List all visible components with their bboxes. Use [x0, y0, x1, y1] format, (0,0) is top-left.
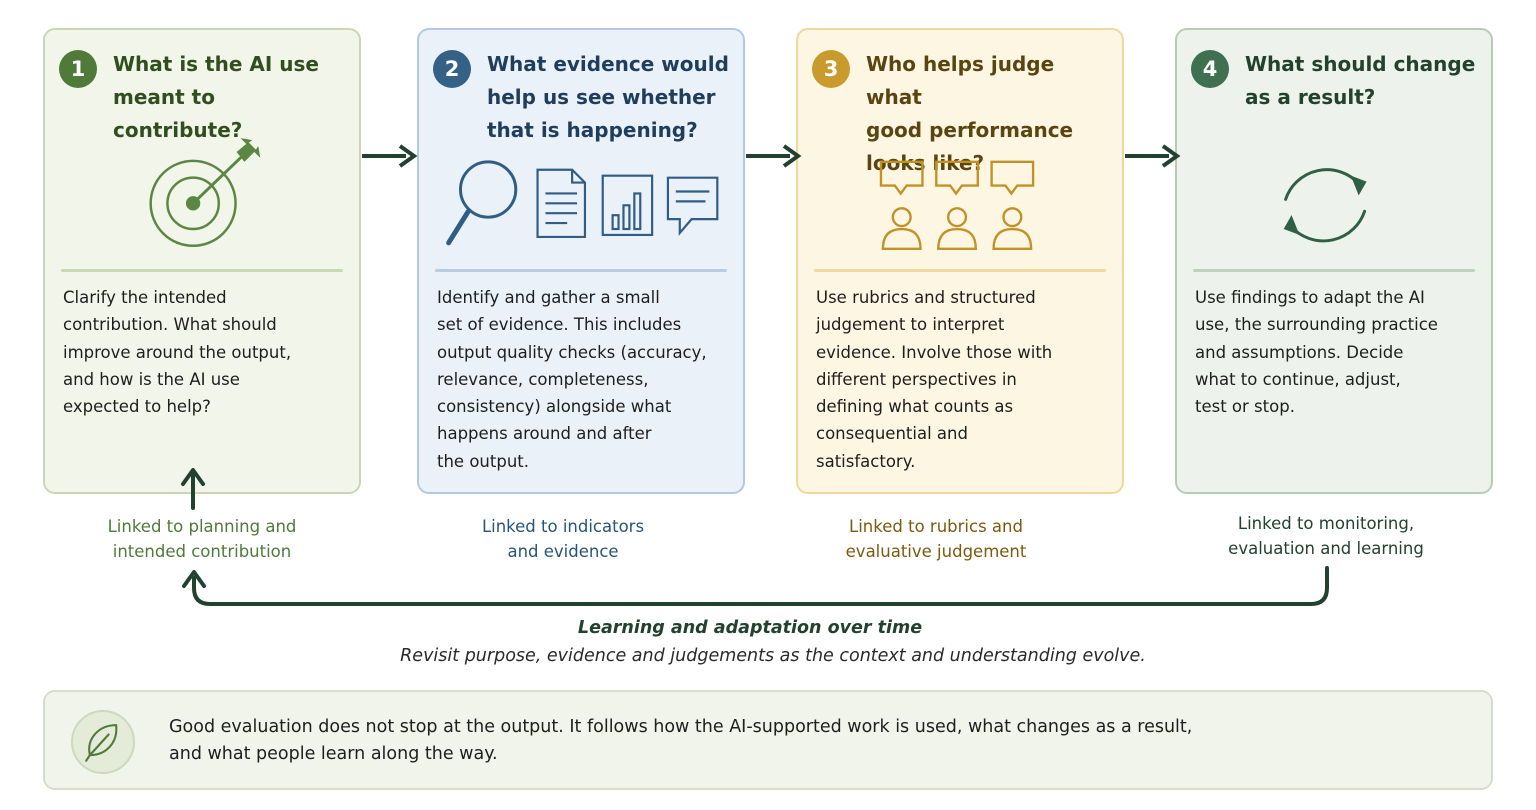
step-description: Identify and gather a small set of evide… — [437, 288, 707, 471]
step-card-1: 1 What is the AI use meant to contribute… — [43, 28, 361, 494]
card-divider — [61, 269, 343, 272]
people-speech-icon — [879, 160, 1035, 250]
card-divider — [435, 269, 727, 272]
step-number-badge: 1 — [59, 50, 97, 88]
step-card-4: 4 What should change as a result? Use fi… — [1175, 28, 1493, 494]
step-card-3: 3 Who helps judge what good performance … — [796, 28, 1124, 494]
step-number-badge: 2 — [433, 50, 471, 88]
magnifier-icon — [446, 160, 518, 246]
step-title: What should change as a result? — [1245, 52, 1476, 109]
step-title: What is the AI use meant to contribute? — [113, 52, 319, 142]
step-title: What evidence would help us see whether … — [487, 52, 729, 142]
loop-subtitle: Revisit purpose, evidence and judgements… — [400, 646, 1146, 666]
target-arrow-icon — [149, 138, 261, 248]
step-number-badge: 4 — [1191, 50, 1229, 88]
card-divider — [1193, 269, 1475, 272]
card-divider — [814, 269, 1106, 272]
chat-bubble-icon — [666, 176, 719, 236]
step-card-2: 2 What evidence would help us see whethe… — [417, 28, 745, 494]
leaf-icon — [71, 710, 135, 774]
loop-title: Learning and adaptation over time — [577, 618, 923, 638]
flow-arrow-right-icon — [1125, 144, 1181, 168]
link-label: Linked to rubrics and evaluative judgeme… — [845, 517, 1027, 561]
step-description: Use rubrics and structured judgement to … — [816, 288, 1053, 471]
step-description: Clarify the intended contribution. What … — [63, 288, 292, 417]
bar-chart-icon — [601, 174, 654, 237]
flow-arrow-right-icon — [362, 144, 418, 168]
document-icon — [536, 168, 587, 239]
footer-text: Good evaluation does not stop at the out… — [169, 717, 1193, 764]
link-label: Linked to indicators and evidence — [481, 517, 645, 561]
evidence-icons — [446, 160, 719, 246]
cycle-arrows-icon — [1283, 168, 1367, 243]
footer-note: Good evaluation does not stop at the out… — [43, 690, 1493, 790]
flow-arrow-right-icon — [746, 144, 802, 168]
step-number-badge: 3 — [812, 50, 850, 88]
step-description: Use findings to adapt the AI use, the su… — [1195, 288, 1438, 417]
link-label: Linked to planning and intended contribu… — [107, 517, 297, 561]
link-label: Linked to monitoring, evaluation and lea… — [1228, 514, 1424, 558]
